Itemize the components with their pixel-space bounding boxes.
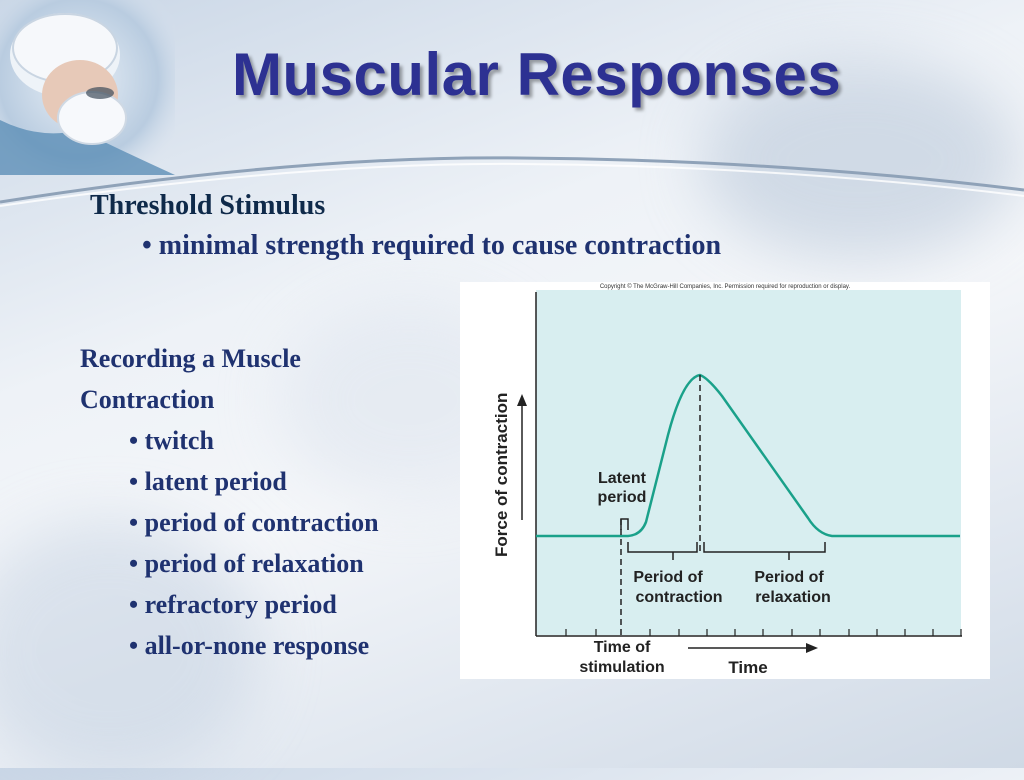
- bullet-latent-period: • latent period: [129, 467, 287, 496]
- contraction-label-line2: contraction: [635, 589, 722, 606]
- latent-label-line1: Latent: [598, 470, 647, 487]
- y-axis-label: Force of contraction: [492, 393, 511, 557]
- twitch-curve: [536, 373, 960, 538]
- relaxation-label-line1: Period of: [754, 569, 824, 586]
- background-blob: [700, 60, 1020, 260]
- contraction-label-line1: Period of: [633, 569, 703, 586]
- stimulation-label-line1: Time of: [594, 639, 651, 656]
- recording-heading-line2: Contraction: [80, 385, 215, 414]
- surgeon-photo: [0, 0, 175, 175]
- slide-title: Muscular Responses: [232, 41, 842, 108]
- y-arrow-head: [517, 394, 527, 406]
- threshold-bullet: • minimal strength required to cause con…: [142, 230, 722, 261]
- background-blob: [0, 520, 260, 780]
- recording-heading-line1: Recording a Muscle: [80, 344, 301, 373]
- bullet-all-or-none: • all-or-none response: [129, 631, 370, 660]
- latent-bracket: [620, 518, 629, 530]
- bullet-twitch: • twitch: [129, 426, 214, 455]
- latent-label-line2: period: [598, 489, 647, 506]
- plot-background: [536, 290, 961, 635]
- title-swoosh: [0, 156, 1024, 207]
- bullet-refractory-period: • refractory period: [129, 590, 337, 619]
- stimulation-label-line2: stimulation: [579, 659, 664, 676]
- time-arrow-head: [806, 643, 818, 653]
- copyright-notice: Copyright © The McGraw-Hill Companies, I…: [600, 283, 851, 290]
- relaxation-bracket: [703, 542, 826, 553]
- bullet-period-of-relaxation: • period of relaxation: [129, 549, 364, 578]
- contraction-bracket: [627, 542, 698, 553]
- threshold-heading: Threshold Stimulus: [90, 190, 326, 221]
- bullet-period-of-contraction: • period of contraction: [129, 508, 379, 537]
- x-axis-ticks: [565, 629, 962, 636]
- x-axis-label: Time: [728, 658, 767, 677]
- relaxation-label-line2: relaxation: [755, 589, 831, 606]
